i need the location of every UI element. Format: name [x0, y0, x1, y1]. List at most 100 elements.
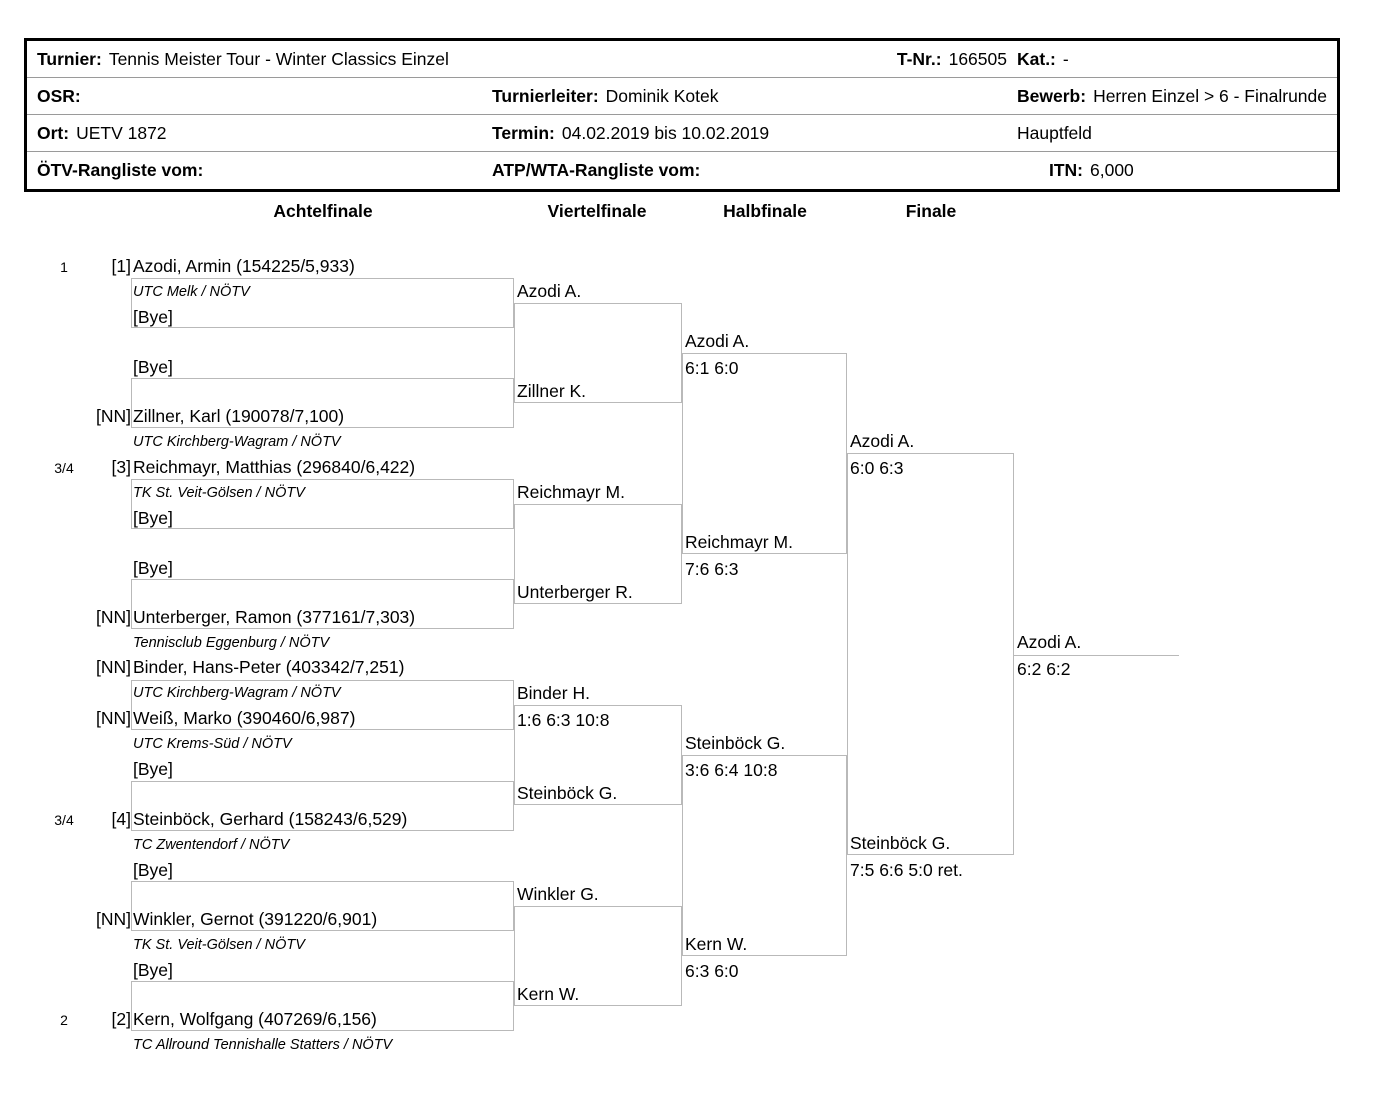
- header-cell-termin: Termin: 04.02.2019 bis 10.02.2019: [482, 123, 1007, 144]
- r1-connector-8: [131, 981, 514, 1031]
- slot-club-5: UTC Kirchberg-Wagram / NÖTV: [133, 685, 341, 701]
- slot-name-8: Winkler, Gernot (391220/6,901): [133, 909, 378, 929]
- slot-name-4: Unterberger, Ramon (377161/7,303): [133, 607, 416, 627]
- ort-value: UETV 1872: [76, 122, 167, 143]
- qf-connector-4: [514, 906, 682, 1006]
- slot-name-6: Weiß, Marko (390460/6,987): [133, 708, 356, 728]
- oetv-rangliste-label: ÖTV-Rangliste vom:: [37, 160, 204, 180]
- tnr-value: 166505: [948, 48, 1007, 69]
- slot-bye-1: [Bye]: [133, 307, 173, 327]
- itn-label: ITN:: [1048, 160, 1083, 180]
- slot-name-1: Azodi, Armin (154225/5,933): [133, 256, 355, 276]
- slot-position-8: 2: [60, 1012, 68, 1028]
- kat-label: Kat.:: [1017, 48, 1056, 69]
- turnier-value: Tennis Meister Tour - Winter Classics Ei…: [108, 48, 449, 69]
- sf-score-1: 6:1 6:0: [685, 358, 739, 378]
- ort-label: Ort:: [37, 122, 70, 143]
- slot-seed-7: [4]: [111, 809, 131, 829]
- slot-seed-9: [2]: [111, 1009, 131, 1029]
- sf-connector-2: [682, 755, 847, 956]
- header-cell-ort: Ort: UETV 1872: [27, 123, 482, 144]
- osr-label: OSR:: [37, 85, 81, 106]
- qf-connector-1: [514, 303, 682, 403]
- qf-score-5: 1:6 6:3 10:8: [517, 710, 610, 730]
- sf-winner-1: Azodi A.: [685, 331, 750, 351]
- qf-winner-2: Zillner K.: [517, 381, 587, 401]
- final-score-1: 6:0 6:3: [850, 458, 904, 478]
- bewerb-value: Herren Einzel > 6 - Finalrunde: [1093, 85, 1327, 106]
- turnierleiter-label: Turnierleiter:: [492, 85, 599, 106]
- termin-value: 04.02.2019 bis 10.02.2019: [561, 122, 770, 143]
- qf-winner-8: Kern W.: [517, 984, 580, 1004]
- header-row-turnier: Turnier: Tennis Meister Tour - Winter Cl…: [27, 41, 1337, 78]
- r1-connector-6: [131, 781, 514, 831]
- header-cell-tnr: T-Nr.: 166505: [449, 49, 1007, 70]
- header-cell-oetv-rangliste: ÖTV-Rangliste vom:: [27, 160, 482, 181]
- slot-club-2: UTC Kirchberg-Wagram / NÖTV: [133, 434, 341, 450]
- qf-winner-1: Azodi A.: [517, 281, 582, 301]
- termin-label: Termin:: [492, 122, 555, 143]
- sf-winner-4: Kern W.: [685, 934, 748, 954]
- slot-bye-3: [Bye]: [133, 508, 173, 528]
- sf-score-2: 7:6 6:3: [685, 559, 739, 579]
- champion-name: Azodi A.: [1017, 632, 1082, 652]
- qf-winner-5: Binder H.: [517, 683, 590, 703]
- header-cell-kat: Kat.: -: [1007, 49, 1337, 70]
- atp-rangliste-label: ATP/WTA-Rangliste vom:: [492, 160, 701, 180]
- champion-rule: [1014, 655, 1179, 656]
- slot-name-9: Kern, Wolfgang (407269/6,156): [133, 1009, 377, 1029]
- hauptfeld-value: Hauptfeld: [1017, 122, 1092, 143]
- header-cell-turnierleiter: Turnierleiter: Dominik Kotek: [482, 86, 1007, 107]
- slot-club-6: UTC Krems-Süd / NÖTV: [133, 736, 292, 752]
- slot-club-4: Tennisclub Eggenburg / NÖTV: [133, 635, 330, 651]
- r1-connector-7: [131, 881, 514, 931]
- r1-connector-2: [131, 378, 514, 428]
- slot-bye-6: [Bye]: [133, 860, 173, 880]
- slot-seed-1: [1]: [111, 256, 131, 276]
- slot-seed-8: [NN]: [96, 909, 131, 929]
- tournament-header-table: Turnier: Tennis Meister Tour - Winter Cl…: [24, 38, 1340, 192]
- bewerb-label: Bewerb:: [1017, 85, 1087, 106]
- header-row-ranglisten: ÖTV-Rangliste vom: ATP/WTA-Rangliste vom…: [27, 152, 1337, 189]
- qf-winner-4: Unterberger R.: [517, 582, 633, 602]
- slot-bye-5: [Bye]: [133, 759, 173, 779]
- round-title-finale: Finale: [905, 201, 957, 221]
- slot-name-2: Zillner, Karl (190078/7,100): [133, 406, 345, 426]
- sf-connector-1: [682, 353, 847, 554]
- header-row-ort: Ort: UETV 1872 Termin: 04.02.2019 bis 10…: [27, 115, 1337, 152]
- sf-score-3: 3:6 6:4 10:8: [685, 760, 778, 780]
- sf-winner-3: Steinböck G.: [685, 733, 786, 753]
- round-title-halbfinale: Halbfinale: [723, 201, 807, 221]
- r1-connector-5: [131, 680, 514, 730]
- slot-bye-7: [Bye]: [133, 960, 173, 980]
- slot-bye-4: [Bye]: [133, 558, 173, 578]
- round-title-achtelfinale: Achtelfinale: [273, 201, 373, 221]
- kat-value: -: [1062, 48, 1069, 69]
- final-score-2: 7:5 6:6 5:0 ret.: [850, 860, 963, 880]
- sf-score-4: 6:3 6:0: [685, 961, 739, 981]
- qf-winner-6: Steinböck G.: [517, 783, 618, 803]
- slot-position-1: 1: [60, 259, 68, 275]
- slot-name-7: Steinböck, Gerhard (158243/6,529): [133, 809, 408, 829]
- slot-club-8: TK St. Veit-Gölsen / NÖTV: [133, 937, 305, 953]
- slot-seed-5: [NN]: [96, 657, 131, 677]
- slot-position-3: 3/4: [54, 460, 74, 476]
- slot-club-9: TC Allround Tennishalle Statters / NÖTV: [133, 1037, 393, 1053]
- round-title-viertelfinale: Viertelfinale: [547, 201, 647, 221]
- slot-name-5: Binder, Hans-Peter (403342/7,251): [133, 657, 405, 677]
- qf-winner-7: Winkler G.: [517, 884, 599, 904]
- final-winner-2: Steinböck G.: [850, 833, 951, 853]
- qf-connector-3: [514, 705, 682, 805]
- final-winner-1: Azodi A.: [850, 431, 915, 451]
- sf-winner-2: Reichmayr M.: [685, 532, 793, 552]
- slot-club-1: UTC Melk / NÖTV: [133, 284, 250, 300]
- qf-winner-3: Reichmayr M.: [517, 482, 625, 502]
- slot-seed-3: [3]: [111, 457, 131, 477]
- slot-club-7: TC Zwentendorf / NÖTV: [133, 837, 290, 853]
- header-cell-atp-rangliste: ATP/WTA-Rangliste vom:: [482, 160, 1007, 181]
- header-cell-itn: ITN: 6,000: [1007, 160, 1337, 181]
- header-row-osr: OSR: Turnierleiter: Dominik Kotek Bewerb…: [27, 78, 1337, 115]
- slot-seed-4: [NN]: [96, 607, 131, 627]
- header-cell-bewerb: Bewerb: Herren Einzel > 6 - Finalrunde: [1007, 86, 1337, 107]
